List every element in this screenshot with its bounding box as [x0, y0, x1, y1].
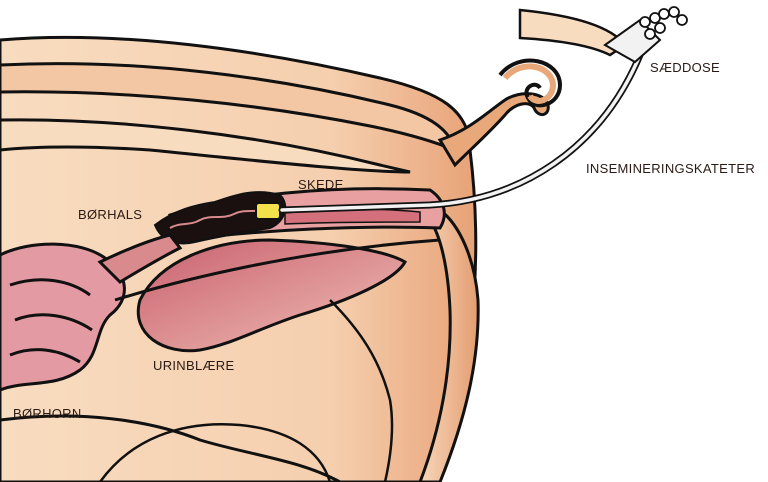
semen-dose-bottle [605, 20, 660, 62]
sperm-dose-deposit [256, 203, 280, 219]
label-borhals: BØRHALS [78, 207, 142, 222]
label-urinblaere: URINBLÆRE [153, 358, 234, 373]
bottle-cap-beads [640, 7, 687, 39]
label-skede: SKEDE [298, 177, 344, 192]
label-inseminering-kateter: INSEMINERINGSKATETER [586, 161, 755, 176]
label-saeddose: SÆDDOSE [650, 60, 720, 75]
label-borhorn: BØRHORN [13, 406, 82, 421]
